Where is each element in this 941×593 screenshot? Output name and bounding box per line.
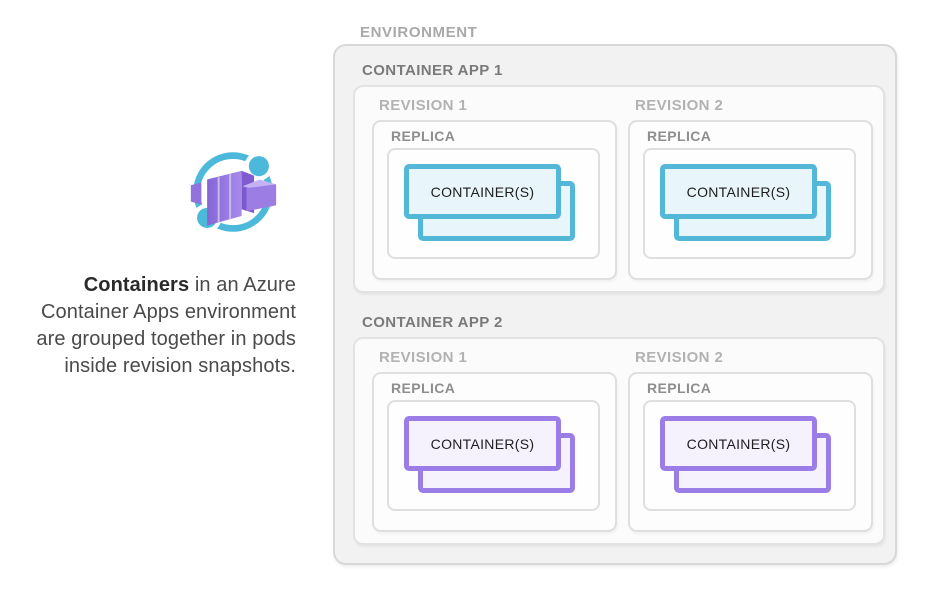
diagram-caption: Containers in an Azure Container Apps en… bbox=[16, 272, 296, 380]
azure-container-apps-icon bbox=[187, 146, 279, 238]
container-app-1-label: CONTAINER APP 1 bbox=[362, 62, 503, 79]
app2-revision-2-label: REVISION 2 bbox=[635, 349, 724, 366]
container-stack: CONTAINER(S) bbox=[660, 164, 836, 244]
app1-revision-1-box: REPLICA CONTAINER(S) bbox=[372, 120, 617, 280]
replica-box: CONTAINER(S) bbox=[387, 148, 600, 259]
app2-revision-1-label: REVISION 1 bbox=[379, 349, 468, 366]
replica-box: CONTAINER(S) bbox=[387, 400, 600, 511]
container-box-front: CONTAINER(S) bbox=[404, 416, 561, 471]
container-box-front: CONTAINER(S) bbox=[660, 416, 817, 471]
container-stack: CONTAINER(S) bbox=[660, 416, 836, 496]
app2-revision-2-box: REPLICA CONTAINER(S) bbox=[628, 372, 873, 532]
container-label: CONTAINER(S) bbox=[430, 183, 535, 200]
container-stack: CONTAINER(S) bbox=[404, 164, 580, 244]
replica-label: REPLICA bbox=[647, 128, 712, 144]
replica-box: CONTAINER(S) bbox=[643, 400, 856, 511]
container-stack: CONTAINER(S) bbox=[404, 416, 580, 496]
replica-label: REPLICA bbox=[391, 128, 456, 144]
replica-label: REPLICA bbox=[391, 380, 456, 396]
container-app-2-label: CONTAINER APP 2 bbox=[362, 314, 503, 331]
replica-label: REPLICA bbox=[647, 380, 712, 396]
replica-box: CONTAINER(S) bbox=[643, 148, 856, 259]
container-label: CONTAINER(S) bbox=[686, 183, 791, 200]
container-app-1-box: REVISION 1 REPLICA CONTAINER(S) REVISION… bbox=[353, 85, 885, 293]
container-box-front: CONTAINER(S) bbox=[660, 164, 817, 219]
environment-box: CONTAINER APP 1 REVISION 1 REPLICA CONTA… bbox=[333, 44, 897, 565]
container-app-2-box: REVISION 1 REPLICA CONTAINER(S) REVISION… bbox=[353, 337, 885, 545]
app1-revision-2-label: REVISION 2 bbox=[635, 97, 724, 114]
caption-keyword: Containers bbox=[83, 274, 190, 296]
environment-label: ENVIRONMENT bbox=[360, 24, 478, 41]
container-label: CONTAINER(S) bbox=[430, 435, 535, 452]
container-box-front: CONTAINER(S) bbox=[404, 164, 561, 219]
app1-revision-2-box: REPLICA CONTAINER(S) bbox=[628, 120, 873, 280]
app1-revision-1-label: REVISION 1 bbox=[379, 97, 468, 114]
caption-text: in an Azure Container Apps environment a… bbox=[36, 274, 296, 377]
container-label: CONTAINER(S) bbox=[686, 435, 791, 452]
app2-revision-1-box: REPLICA CONTAINER(S) bbox=[372, 372, 617, 532]
